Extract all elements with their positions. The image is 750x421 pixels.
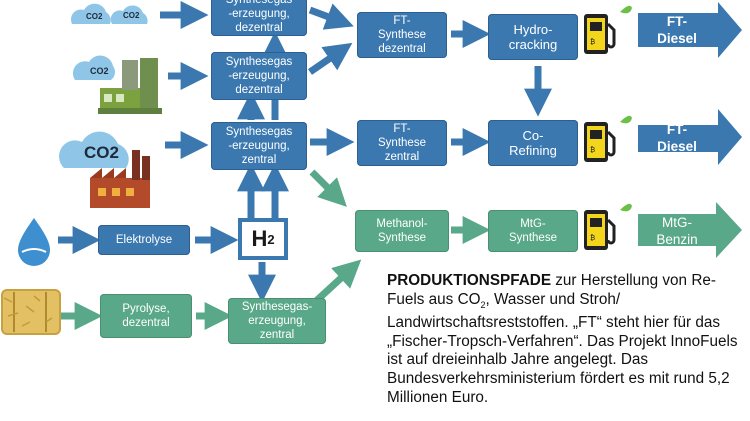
caption-bold: PRODUKTIONSPFADE [387, 272, 552, 289]
elektrolyse-box: Elektrolyse [98, 225, 190, 255]
caption-part-1: zur Herstellung von Re-Fuels aus CO [387, 272, 716, 308]
svg-text:₿: ₿ [590, 146, 595, 154]
water-drop-icon [18, 218, 50, 266]
output-arrow-mtg-benzin [638, 202, 742, 258]
arrow-synth-bottom-to-methanol [312, 259, 362, 305]
fuel-pump-icon: ₿ [584, 122, 616, 162]
arrow-synth-top-to-ft [308, 3, 354, 30]
synthesegas-zentral: Synthesegas -erzeugung, zentral [211, 122, 307, 170]
ft-synthese-zentral: FT- Synthese zentral [357, 120, 447, 166]
caption-part-2: , Wasser und Stroh/ Landwirtschaftsrests… [387, 290, 738, 406]
co2-label-cloud: CO2 [84, 143, 119, 162]
svg-text:₿: ₿ [590, 38, 595, 46]
leaf-icon [620, 203, 632, 212]
leaf-icon [620, 5, 632, 14]
co2-label-small-1: CO2 [86, 12, 103, 21]
pyrolyse-box: Pyrolyse, dezentral [100, 294, 192, 338]
ft-diesel-label-1: FT- Diesel [657, 14, 697, 46]
synthesegas-dezentral-mid: Synthesegas -erzeugung, dezentral [211, 52, 307, 100]
h2-subscript: 2 [267, 231, 275, 247]
factory-icon [98, 58, 162, 114]
co2-label-plant: CO2 [90, 66, 109, 76]
fuel-pumps: ₿ ₿ ₿ [584, 5, 632, 250]
leaf-icon [620, 115, 632, 124]
mtg-synthese-box: MtG- Synthese [488, 210, 578, 252]
source-icons [1, 3, 162, 335]
synthesegas-dezentral-top: Synthesegas -erzeugung, dezentral [211, 0, 307, 36]
ft-diesel-label-2: FT- Diesel [657, 122, 697, 154]
synthesegas-zentral-bottom: Synthesegas- erzeugung, zentral [228, 298, 326, 344]
fuel-pump-icon: ₿ [584, 210, 616, 250]
svg-text:₿: ₿ [590, 234, 595, 242]
ft-synthese-dezentral: FT- Synthese dezentral [357, 12, 447, 58]
arrow-synth-zentral-to-methanol [309, 169, 347, 207]
co-refining-box: Co- Refining [488, 120, 578, 166]
straw-bale-icon [1, 289, 61, 335]
arrow-synth-mid-to-ft [308, 42, 353, 75]
hydrocracking-box: Hydro- cracking [488, 14, 578, 60]
output-arrow-ft-diesel-2 [638, 109, 742, 165]
h2-label: H [251, 226, 268, 251]
cloud-icon [59, 131, 129, 168]
co2-label-small-2: CO2 [123, 11, 140, 20]
caption-text: PRODUKTIONSPFADE zur Herstellung von Re-… [387, 272, 747, 407]
methanol-synthese-box: Methanol- Synthese [355, 210, 449, 252]
caption-subscript: 2 [480, 299, 486, 310]
output-arrow-ft-diesel-1 [638, 2, 742, 58]
mtg-benzin-label: MtG- Benzin [656, 215, 698, 247]
cloud-icon [70, 3, 148, 25]
cloud-icon [72, 55, 115, 80]
factory-icon [90, 150, 150, 208]
fuel-pump-icon: ₿ [584, 14, 616, 54]
